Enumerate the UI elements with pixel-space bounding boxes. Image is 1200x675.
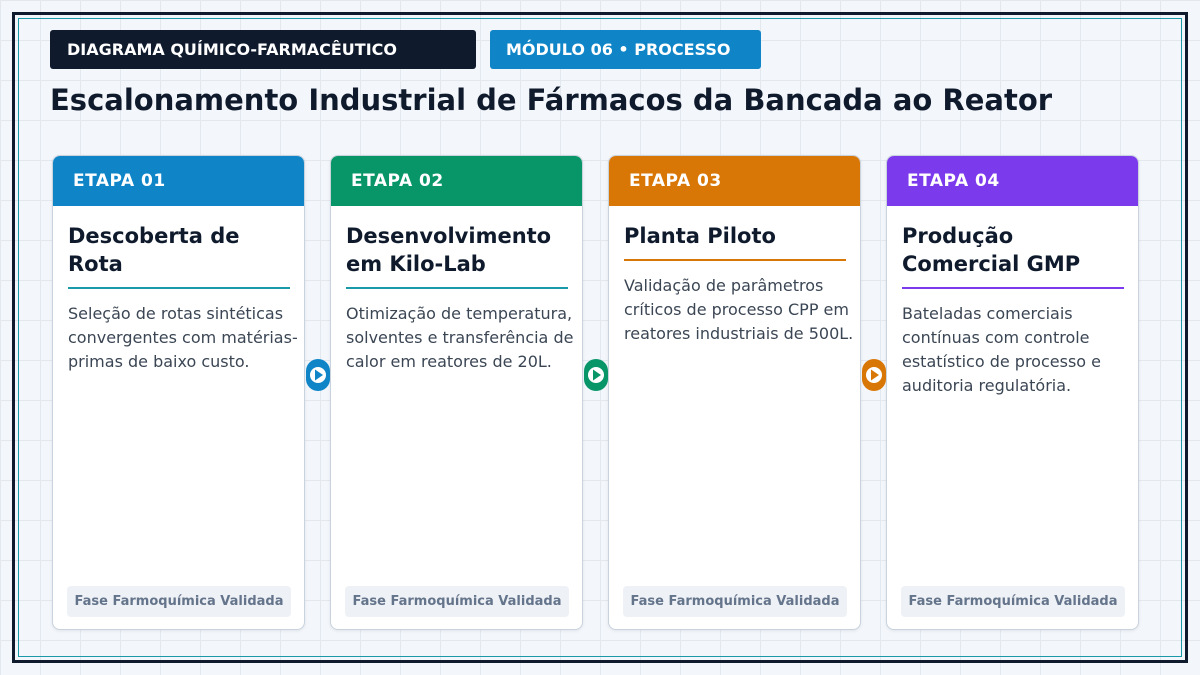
stage-description: Validação de parâmetros críticos de proc… — [624, 276, 854, 343]
stage-description: Otimização de temperatura, solventes e t… — [346, 304, 574, 371]
play-arrow-icon — [866, 367, 882, 383]
stage-footer-badge: Fase Farmoquímica Validada — [345, 586, 569, 617]
stage-footer-badge: Fase Farmoquímica Validada — [623, 586, 847, 617]
stage-header: ETAPA 01 — [53, 156, 304, 206]
stage-header: ETAPA 03 — [609, 156, 860, 206]
stage-divider — [902, 287, 1124, 289]
page-title: Escalonamento Industrial de Fármacos da … — [50, 83, 1053, 117]
flow-connector-1 — [306, 359, 330, 391]
stage-card-01: ETAPA 01 Descoberta de Rota Seleção de r… — [52, 155, 305, 630]
stage-divider — [346, 287, 568, 289]
play-arrow-icon — [588, 367, 604, 383]
stage-label: ETAPA 03 — [629, 171, 722, 191]
stage-footer-badge: Fase Farmoquímica Validada — [67, 586, 291, 617]
stage-title: Produção Comercial GMP — [902, 224, 1081, 276]
stage-header: ETAPA 02 — [331, 156, 582, 206]
stage-card-02: ETAPA 02 Desenvolvimento em Kilo-Lab Oti… — [330, 155, 583, 630]
stage-divider — [68, 287, 290, 289]
inner-frame — [18, 18, 1182, 657]
play-arrow-icon — [310, 367, 326, 383]
stage-label: ETAPA 01 — [73, 171, 166, 191]
stage-card-04: ETAPA 04 Produção Comercial GMP Batelada… — [886, 155, 1139, 630]
stage-header: ETAPA 04 — [887, 156, 1138, 206]
outer-frame — [12, 12, 1188, 663]
stage-label: ETAPA 02 — [351, 171, 444, 191]
category-tag: DIAGRAMA QUÍMICO-FARMACÊUTICO — [50, 30, 476, 69]
stage-divider — [624, 259, 846, 261]
flow-connector-2 — [584, 359, 608, 391]
stage-title: Desenvolvimento em Kilo-Lab — [346, 224, 552, 276]
stage-card-03: ETAPA 03 Planta Piloto Validação de parâ… — [608, 155, 861, 630]
stage-title: Descoberta de Rota — [68, 224, 240, 276]
stage-footer-badge: Fase Farmoquímica Validada — [901, 586, 1125, 617]
module-tag: MÓDULO 06 • PROCESSO — [490, 30, 761, 69]
stage-title: Planta Piloto — [624, 224, 776, 248]
stage-description: Seleção de rotas sintéticas convergentes… — [68, 304, 298, 371]
stage-description: Bateladas comerciais contínuas com contr… — [902, 304, 1101, 395]
flow-connector-3 — [862, 359, 886, 391]
stage-label: ETAPA 04 — [907, 171, 1000, 191]
